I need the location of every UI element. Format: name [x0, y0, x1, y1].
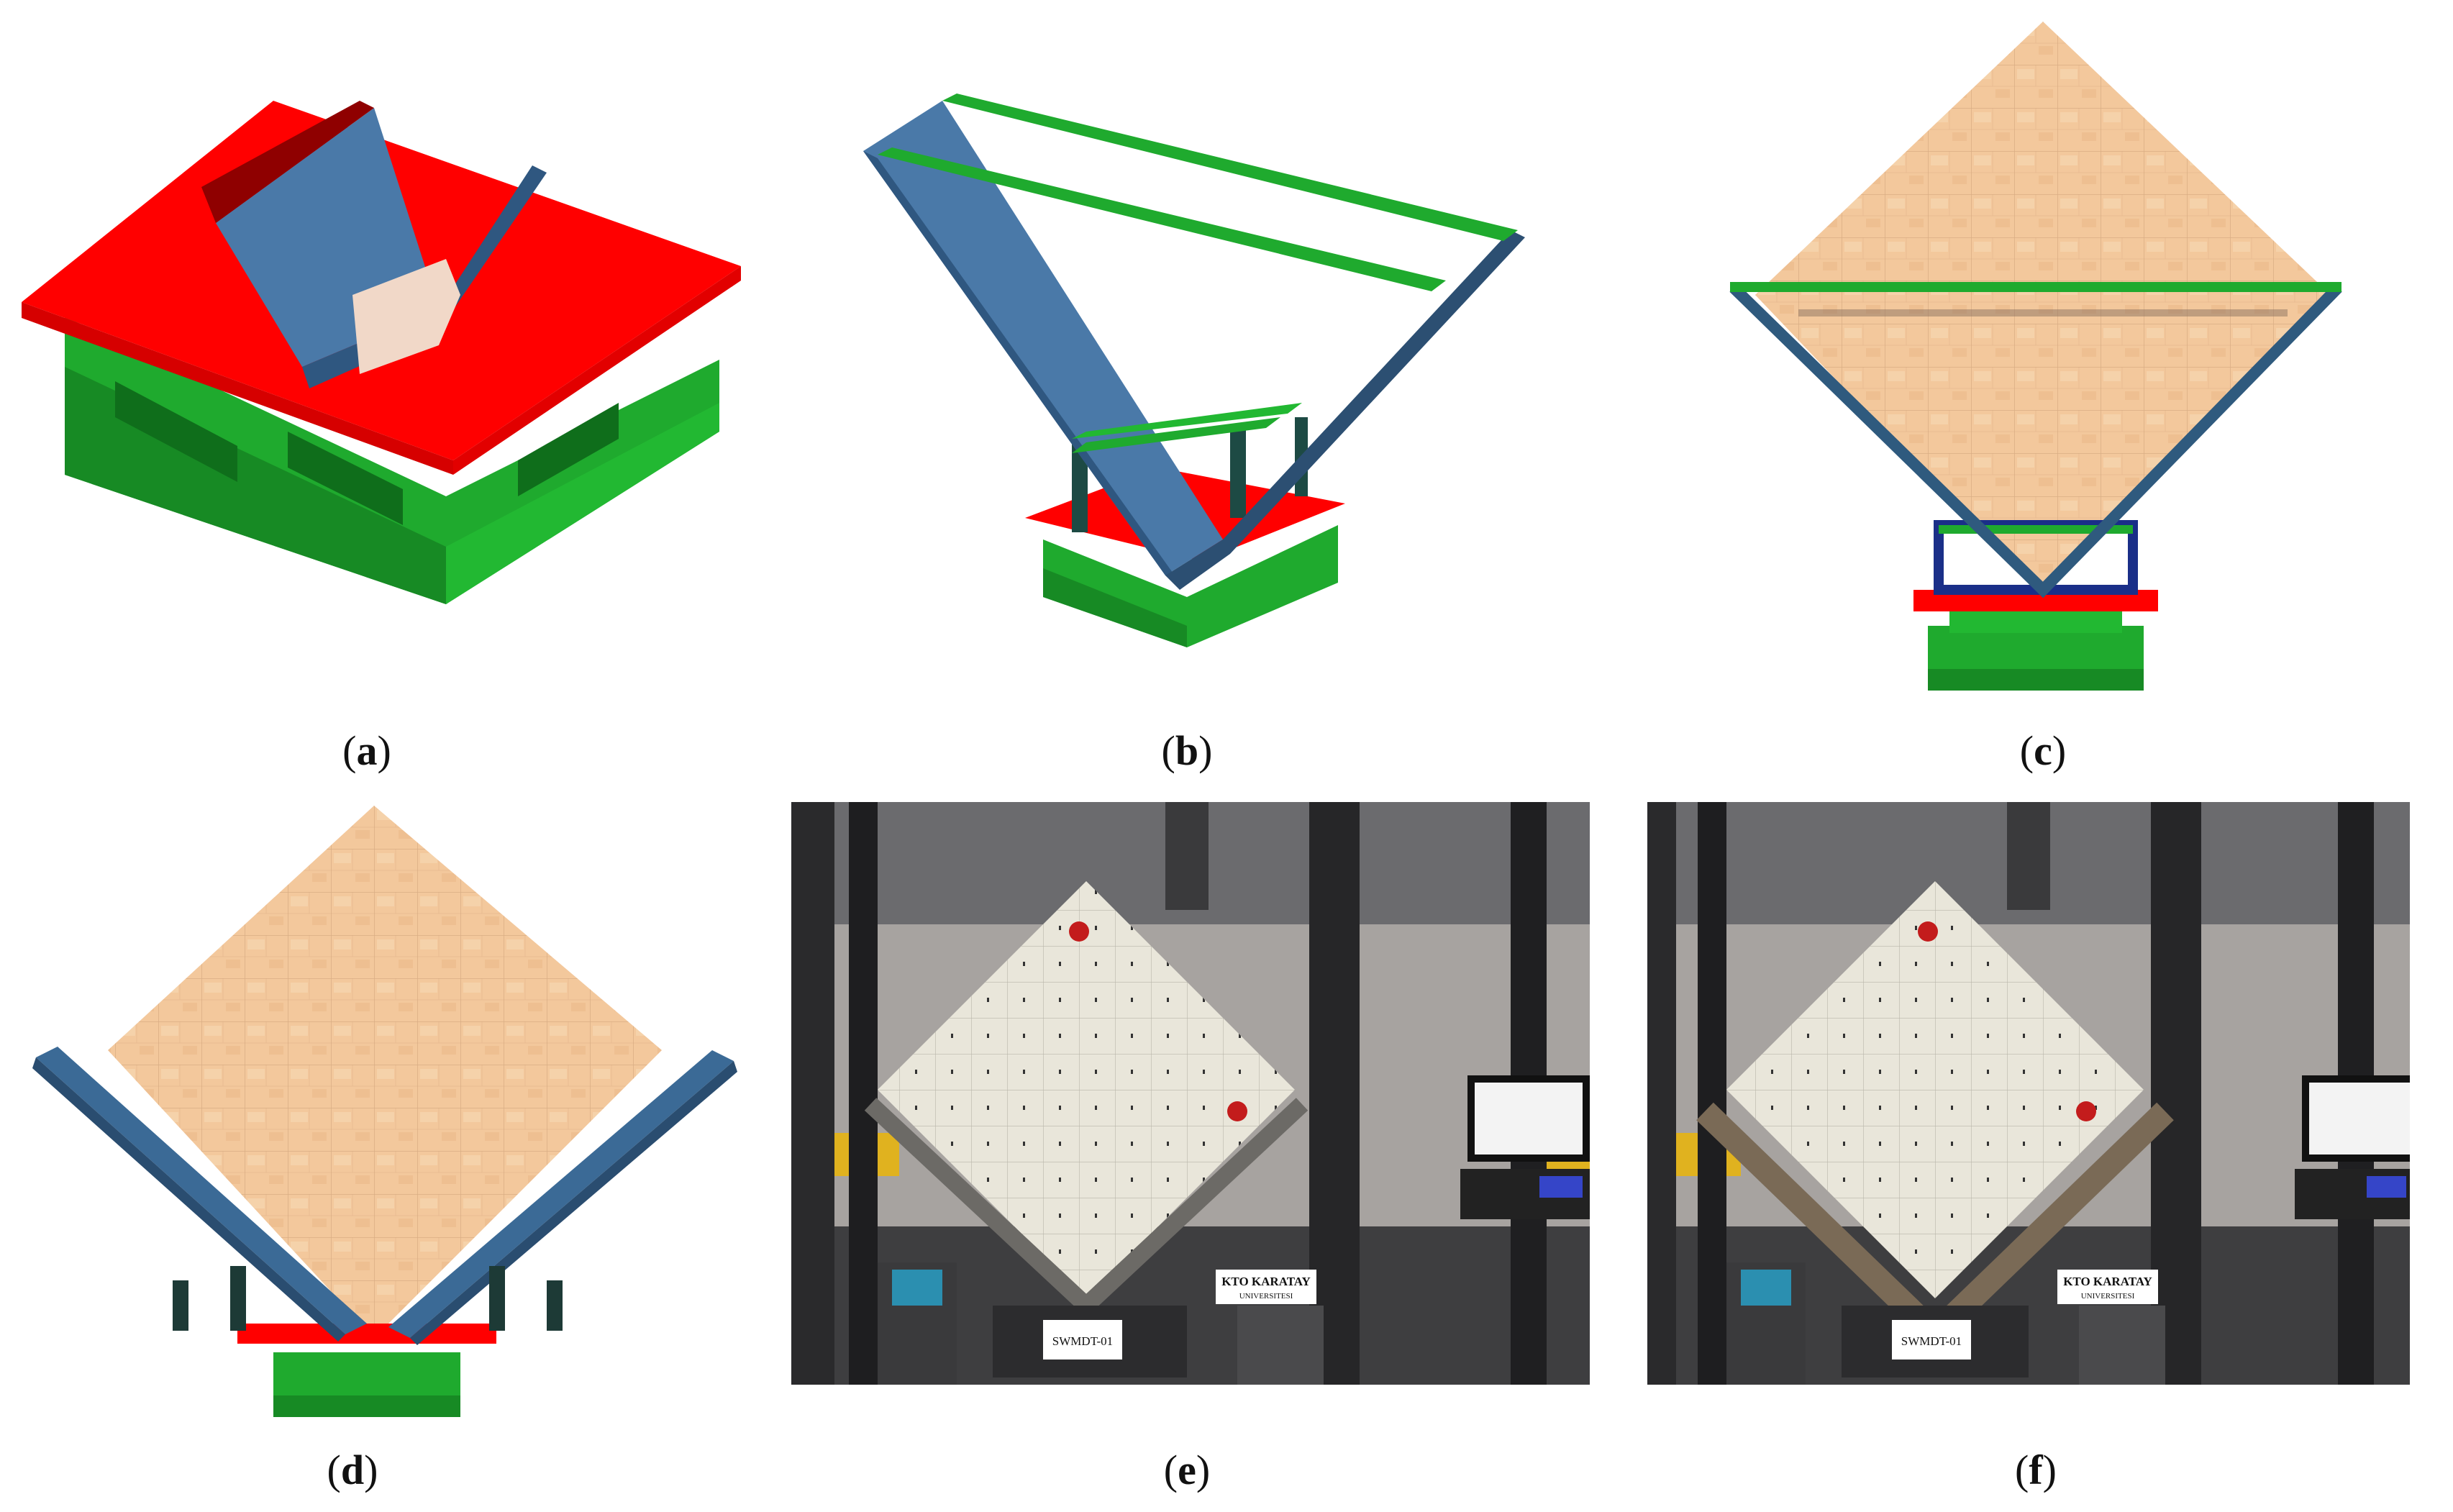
caption-b: (b) — [1161, 727, 1213, 774]
specimen-label-f — [1892, 1320, 1971, 1360]
specimen-label-e — [1043, 1320, 1122, 1360]
caption-a: (a) — [342, 727, 391, 774]
panel-a-drawing — [22, 101, 741, 604]
caption-c: (c) — [2019, 727, 2067, 774]
panel-d-drawing — [32, 806, 737, 1417]
panel-c-drawing — [1729, 22, 2342, 691]
red-plate-d — [237, 1324, 496, 1344]
university-sign-e — [1216, 1270, 1316, 1304]
masonry-wall-d — [108, 806, 662, 1338]
caption-e: (e) — [1163, 1447, 1211, 1493]
panel-f-photo: SWMDT-01 KTO KARATAY UNIVERSITESI — [1647, 802, 2410, 1385]
university-sign-f — [2057, 1270, 2158, 1304]
green-beam-c — [1730, 282, 2342, 292]
blue-shoe-b — [863, 101, 1223, 575]
svg-text:KTO KARATAY: KTO KARATAY — [1221, 1275, 1311, 1288]
svg-text:UNIVERSITESI: UNIVERSITESI — [2081, 1292, 2135, 1301]
green-beam-top-b — [942, 94, 1518, 241]
steel-shoe-c — [1729, 283, 2342, 598]
svg-text:KTO KARATAY: KTO KARATAY — [2063, 1275, 2152, 1288]
caption-d: (d) — [327, 1447, 378, 1493]
specimen-label-text-e: SWMDT-01 — [1052, 1334, 1113, 1348]
wall-specimen-e — [878, 881, 1295, 1298]
svg-text:UNIVERSITESI: UNIVERSITESI — [1239, 1292, 1293, 1301]
wall-specimen-f — [1726, 881, 2144, 1298]
specimen-label-text-f: SWMDT-01 — [1901, 1334, 1962, 1348]
panel-e-photo: SWMDT-01 KTO KARATAY UNIVERSITESI — [791, 802, 1590, 1385]
panel-b-drawing — [863, 94, 1525, 647]
caption-f: (f) — [2015, 1447, 2057, 1493]
right-shoe-d — [388, 1050, 734, 1338]
left-shoe-d — [36, 1047, 367, 1334]
